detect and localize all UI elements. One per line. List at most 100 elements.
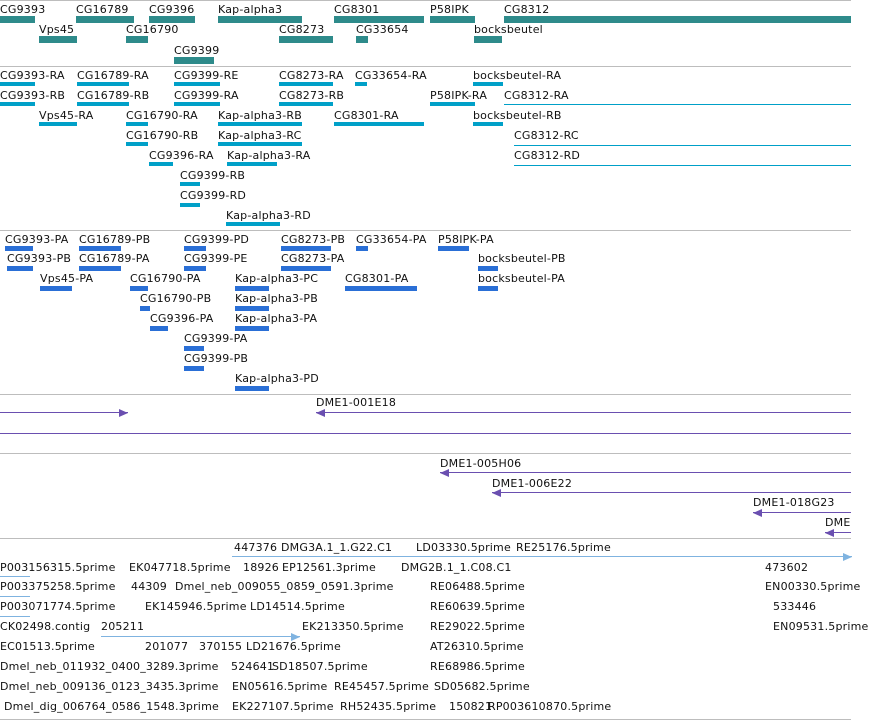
feature-label[interactable]: DME: [825, 516, 851, 529]
feature-glyph[interactable]: [514, 165, 851, 166]
feature-label[interactable]: bocksbeutel-PA: [478, 272, 565, 285]
feature-label[interactable]: CG8273-PA: [281, 252, 345, 265]
feature-glyph[interactable]: [184, 246, 206, 251]
feature-glyph[interactable]: [478, 286, 498, 291]
feature-label[interactable]: Kap-alpha3-PC: [235, 272, 319, 285]
feature-label[interactable]: CG9393-RB: [0, 89, 66, 102]
feature-glyph[interactable]: [492, 492, 851, 493]
feature-label[interactable]: RE25176.5prime: [516, 541, 611, 554]
feature-glyph[interactable]: [130, 286, 148, 291]
feature-label[interactable]: 150821: [449, 700, 493, 713]
feature-glyph[interactable]: [504, 104, 851, 105]
feature-glyph[interactable]: [0, 616, 30, 617]
feature-label[interactable]: CG9399-RD: [180, 189, 247, 202]
feature-label[interactable]: 370155: [199, 640, 243, 653]
feature-label[interactable]: CG8312-RA: [504, 89, 569, 102]
feature-glyph[interactable]: [218, 122, 302, 126]
feature-label[interactable]: SD05682.5prime: [434, 680, 530, 693]
feature-label[interactable]: DMG2B.1_1.C08.C1: [401, 561, 512, 574]
feature-label[interactable]: CG16789-PA: [79, 252, 150, 265]
feature-label[interactable]: DMG3A.1_1.G22.C1: [281, 541, 393, 554]
feature-glyph[interactable]: [7, 266, 33, 271]
feature-glyph[interactable]: [356, 36, 368, 43]
feature-label[interactable]: SD18507.5prime: [272, 660, 368, 673]
feature-label[interactable]: EN09531.5prime: [773, 620, 869, 633]
feature-glyph[interactable]: [316, 412, 851, 413]
feature-label[interactable]: EP12561.3prime: [282, 561, 376, 574]
feature-glyph[interactable]: [126, 122, 148, 126]
feature-label[interactable]: CG9393-PA: [5, 233, 69, 246]
feature-label[interactable]: CG8301-RA: [334, 109, 399, 122]
feature-label[interactable]: EK213350.5prime: [302, 620, 404, 633]
feature-glyph[interactable]: [753, 512, 851, 513]
feature-glyph[interactable]: [514, 145, 851, 146]
feature-glyph[interactable]: [232, 556, 852, 557]
feature-label[interactable]: CG9399-RE: [174, 69, 239, 82]
feature-glyph[interactable]: [430, 16, 475, 23]
feature-label[interactable]: bocksbeutel-RB: [473, 109, 562, 122]
feature-label[interactable]: 205211: [101, 620, 145, 633]
feature-glyph[interactable]: [39, 36, 77, 43]
feature-label[interactable]: DME1-006E22: [492, 477, 573, 490]
feature-glyph[interactable]: [478, 266, 498, 271]
feature-label[interactable]: 201077: [145, 640, 189, 653]
feature-label[interactable]: CG16789: [76, 3, 129, 16]
feature-label[interactable]: EK145946.5prime: [145, 600, 247, 613]
feature-glyph[interactable]: [825, 532, 851, 533]
feature-label[interactable]: RE45457.5prime: [334, 680, 429, 693]
feature-label[interactable]: CG8273-RA: [279, 69, 344, 82]
feature-label[interactable]: CG9396-RA: [149, 149, 214, 162]
feature-label[interactable]: bocksbeutel: [474, 23, 543, 36]
feature-glyph[interactable]: [0, 16, 35, 23]
feature-label[interactable]: RH52435.5prime: [340, 700, 437, 713]
feature-glyph[interactable]: [281, 266, 331, 271]
feature-label[interactable]: CG9396: [149, 3, 195, 16]
feature-glyph[interactable]: [79, 246, 121, 251]
feature-label[interactable]: Kap-alpha3-PD: [235, 372, 319, 385]
feature-label[interactable]: P58IPK-PA: [438, 233, 494, 246]
feature-label[interactable]: CG16789-RA: [77, 69, 149, 82]
feature-glyph[interactable]: [334, 122, 424, 126]
feature-label[interactable]: CG8312-RD: [514, 149, 581, 162]
feature-label[interactable]: EC01513.5prime: [0, 640, 95, 653]
feature-label[interactable]: CG9393: [0, 3, 46, 16]
feature-glyph[interactable]: [235, 286, 269, 291]
feature-label[interactable]: Kap-alpha3-RA: [227, 149, 311, 162]
feature-label[interactable]: Dmel_dig_006764_0586_1548.3prime: [4, 700, 219, 713]
feature-label[interactable]: CG8273-RB: [279, 89, 345, 102]
feature-label[interactable]: CG9393-PB: [7, 252, 72, 265]
feature-glyph[interactable]: [39, 122, 77, 126]
feature-label[interactable]: Vps45: [39, 23, 75, 36]
feature-label[interactable]: LD03330.5prime: [416, 541, 511, 554]
feature-glyph[interactable]: [174, 102, 220, 106]
feature-label[interactable]: CG33654: [356, 23, 409, 36]
feature-glyph[interactable]: [180, 203, 200, 207]
feature-glyph[interactable]: [174, 82, 220, 86]
feature-glyph[interactable]: [126, 142, 148, 146]
feature-glyph[interactable]: [235, 306, 269, 311]
feature-label[interactable]: bocksbeutel-PB: [478, 252, 566, 265]
feature-label[interactable]: P003375258.5prime: [0, 580, 116, 593]
feature-glyph[interactable]: [77, 102, 129, 106]
feature-label[interactable]: CG9399-PA: [184, 332, 248, 345]
feature-glyph[interactable]: [149, 16, 195, 23]
feature-label[interactable]: Vps45-PA: [40, 272, 94, 285]
feature-glyph[interactable]: [235, 326, 269, 331]
feature-label[interactable]: 18926: [243, 561, 279, 574]
feature-label[interactable]: CG16790-RA: [126, 109, 198, 122]
feature-label[interactable]: CG8312-RC: [514, 129, 579, 142]
feature-glyph[interactable]: [184, 266, 206, 271]
feature-glyph[interactable]: [76, 16, 134, 23]
feature-label[interactable]: EN00330.5prime: [765, 580, 861, 593]
feature-label[interactable]: Kap-alpha3-RC: [218, 129, 302, 142]
feature-glyph[interactable]: [226, 222, 280, 226]
feature-glyph[interactable]: [279, 82, 333, 86]
feature-glyph[interactable]: [430, 102, 475, 106]
feature-glyph[interactable]: [474, 36, 502, 43]
feature-label[interactable]: CG9399-PD: [184, 233, 250, 246]
feature-label[interactable]: Dmel_neb_009136_0123_3435.3prime: [0, 680, 219, 693]
feature-glyph[interactable]: [0, 82, 35, 86]
feature-label[interactable]: EN05616.5prime: [232, 680, 328, 693]
feature-label[interactable]: CG16790-RB: [126, 129, 199, 142]
feature-label[interactable]: CG9399-RB: [180, 169, 246, 182]
